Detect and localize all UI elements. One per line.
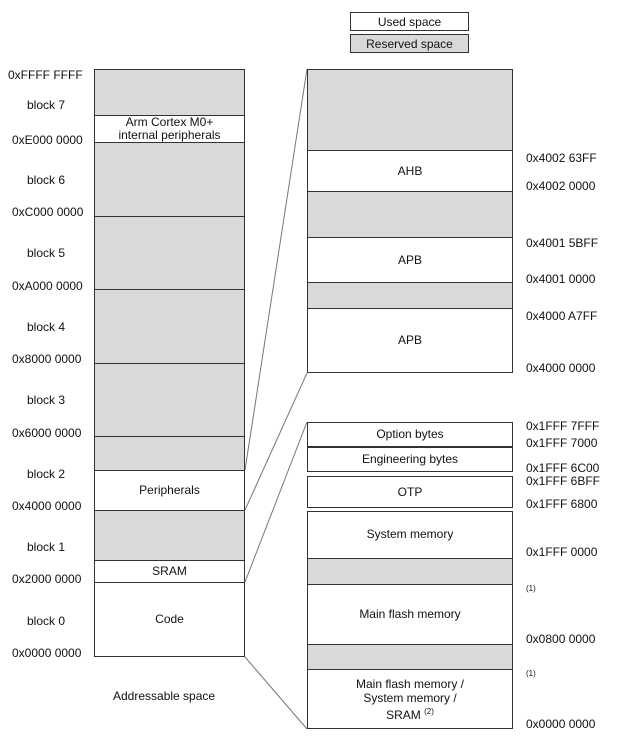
address-label: 0x6000 0000 xyxy=(12,426,82,440)
block-1-label: block 1 xyxy=(27,540,66,554)
block-0-label: block 0 xyxy=(27,614,66,628)
block-1-reserved-region xyxy=(94,510,245,561)
code-label: Code xyxy=(155,612,184,626)
code-region: Code xyxy=(94,582,245,657)
cortex-line-1: Arm Cortex M0+ xyxy=(125,115,214,129)
otp-region: OTP xyxy=(307,476,513,508)
address-label: 0x1FFF 7FFF xyxy=(526,419,600,433)
legend-used-space: Used space xyxy=(350,12,469,31)
sram-region: SRAM xyxy=(94,560,245,583)
reserved-region xyxy=(307,282,513,309)
address-label: 0x1FFF 0000 xyxy=(526,545,598,559)
address-label: 0x4002 63FF xyxy=(526,151,597,165)
reserved-region xyxy=(307,558,513,585)
block-5-label: block 5 xyxy=(27,246,66,260)
ahb-label: AHB xyxy=(397,163,423,178)
block-6-region xyxy=(94,142,245,217)
ahb-region: AHB xyxy=(307,150,513,192)
peripherals-region: Peripherals xyxy=(94,470,245,511)
block-3-region xyxy=(94,363,245,437)
alias-line-2: System memory / xyxy=(363,690,457,705)
apb-label-lower: APB xyxy=(397,333,422,347)
cortex-line-2: internal peripherals xyxy=(118,128,221,142)
addressable-space-caption: Addressable space xyxy=(113,689,216,703)
address-label: 0x4000 0000 xyxy=(12,499,82,513)
block-5-region xyxy=(94,216,245,290)
footnote-marker: (1) xyxy=(526,584,536,593)
address-label: 0x0000 0000 xyxy=(12,646,82,660)
block-2-label: block 2 xyxy=(27,467,66,481)
address-label: 0xC000 0000 xyxy=(12,205,84,219)
alias-line-3: SRAM (2) xyxy=(386,705,434,722)
address-label: 0x1FFF 6BFF xyxy=(526,474,601,488)
footnote-marker: (1) xyxy=(526,669,536,678)
address-label: 0x4001 5BFF xyxy=(526,236,599,250)
address-label: 0xE000 0000 xyxy=(12,133,83,147)
peripherals-label: Peripherals xyxy=(139,483,200,497)
address-label: 0xA000 0000 xyxy=(12,279,83,293)
address-label: 0x4000 A7FF xyxy=(526,309,598,323)
apb-label-upper: APB xyxy=(397,252,422,267)
address-label: 0x0000 0000 xyxy=(526,717,596,731)
address-label: 0x4000 0000 xyxy=(526,361,596,375)
footnote-marker: (2) xyxy=(424,706,434,716)
engineering-bytes-label: Engineering bytes xyxy=(361,452,459,466)
block-2-reserved-region xyxy=(94,436,245,471)
address-label: 0x1FFF 7000 xyxy=(526,436,598,450)
system-memory-label: System memory xyxy=(366,527,454,541)
address-label: 0x1FFF 6C00 xyxy=(526,461,600,475)
block-4-label: block 4 xyxy=(27,320,66,334)
main-flash-region: Main flash memory xyxy=(307,584,513,645)
address-label: 0x4001 0000 xyxy=(526,272,596,286)
block-7-label: block 7 xyxy=(27,98,66,112)
system-memory-region: System memory xyxy=(307,511,513,559)
address-label: 0x4002 0000 xyxy=(526,179,596,193)
sram-label: SRAM xyxy=(152,564,187,578)
otp-label: OTP xyxy=(397,484,423,499)
engineering-bytes-region: Engineering bytes xyxy=(307,447,513,472)
boot-alias-region: Main flash memory / System memory / SRAM… xyxy=(307,669,513,729)
address-label: 0x1FFF 6800 xyxy=(526,497,598,511)
option-bytes-label: Option bytes xyxy=(376,427,444,441)
main-flash-label: Main flash memory xyxy=(359,607,461,621)
block-4-region xyxy=(94,289,245,364)
option-bytes-region: Option bytes xyxy=(307,422,513,447)
address-label: 0x2000 0000 xyxy=(12,572,82,586)
alias-sram-text: SRAM xyxy=(386,707,421,722)
apb-region-lower: APB xyxy=(307,308,513,373)
legend-reserved-label: Reserved space xyxy=(366,36,453,51)
address-label: 0xFFFF FFFF xyxy=(8,68,83,82)
address-label: 0x0800 0000 xyxy=(526,632,596,646)
block-7-reserved-region xyxy=(94,69,245,116)
reserved-region xyxy=(307,191,513,238)
cortex-m0-peripherals-region: Arm Cortex M0+ internal peripherals xyxy=(94,115,245,143)
reserved-region xyxy=(307,644,513,670)
legend-reserved-space: Reserved space xyxy=(350,34,469,53)
block-3-label: block 3 xyxy=(27,393,66,407)
block-6-label: block 6 xyxy=(27,173,66,187)
address-label: 0x8000 0000 xyxy=(12,352,82,366)
alias-line-1: Main flash memory / xyxy=(355,676,465,691)
apb-region-upper: APB xyxy=(307,237,513,283)
reserved-region xyxy=(307,69,513,151)
legend-used-label: Used space xyxy=(377,14,442,29)
